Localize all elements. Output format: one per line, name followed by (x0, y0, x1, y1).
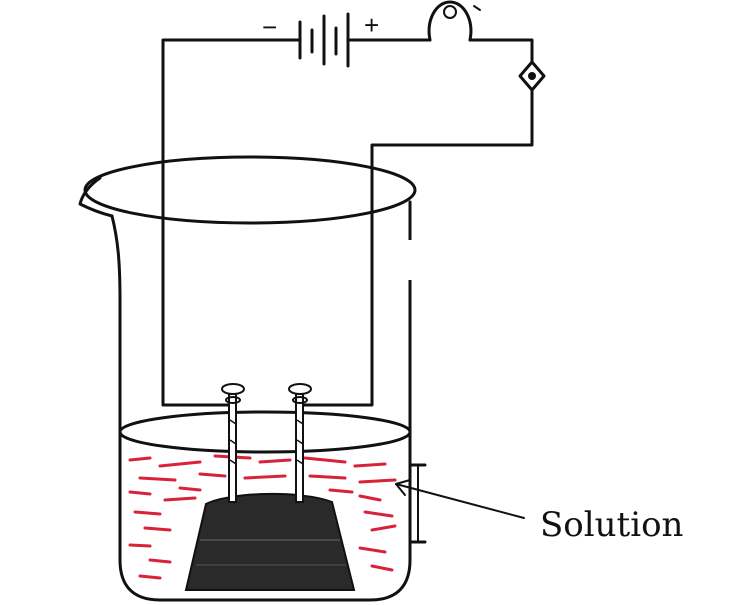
callout-arrow (395, 483, 525, 519)
nail-electrodes (221, 383, 312, 503)
beaker-icon (78, 155, 417, 602)
solution-shading (128, 454, 397, 580)
solution-callout: Solution (395, 479, 683, 545)
left-wire (161, 38, 302, 407)
wire-bulb-to-switch (468, 38, 534, 64)
battery-icon: − + (262, 10, 379, 68)
switch-icon (518, 60, 546, 92)
left-electrode (221, 383, 245, 503)
battery-positive-sign: + (364, 10, 379, 40)
solution (118, 410, 412, 580)
circuit-wires (161, 38, 534, 407)
right-wire (298, 88, 534, 407)
arrow-head-icon (395, 479, 411, 496)
rubber-stopper (184, 493, 356, 591)
bulb-icon (427, 0, 481, 42)
right-electrode (288, 383, 312, 503)
level-bracket (409, 463, 427, 544)
solution-label: Solution (540, 505, 683, 545)
battery-negative-sign: − (262, 12, 277, 42)
